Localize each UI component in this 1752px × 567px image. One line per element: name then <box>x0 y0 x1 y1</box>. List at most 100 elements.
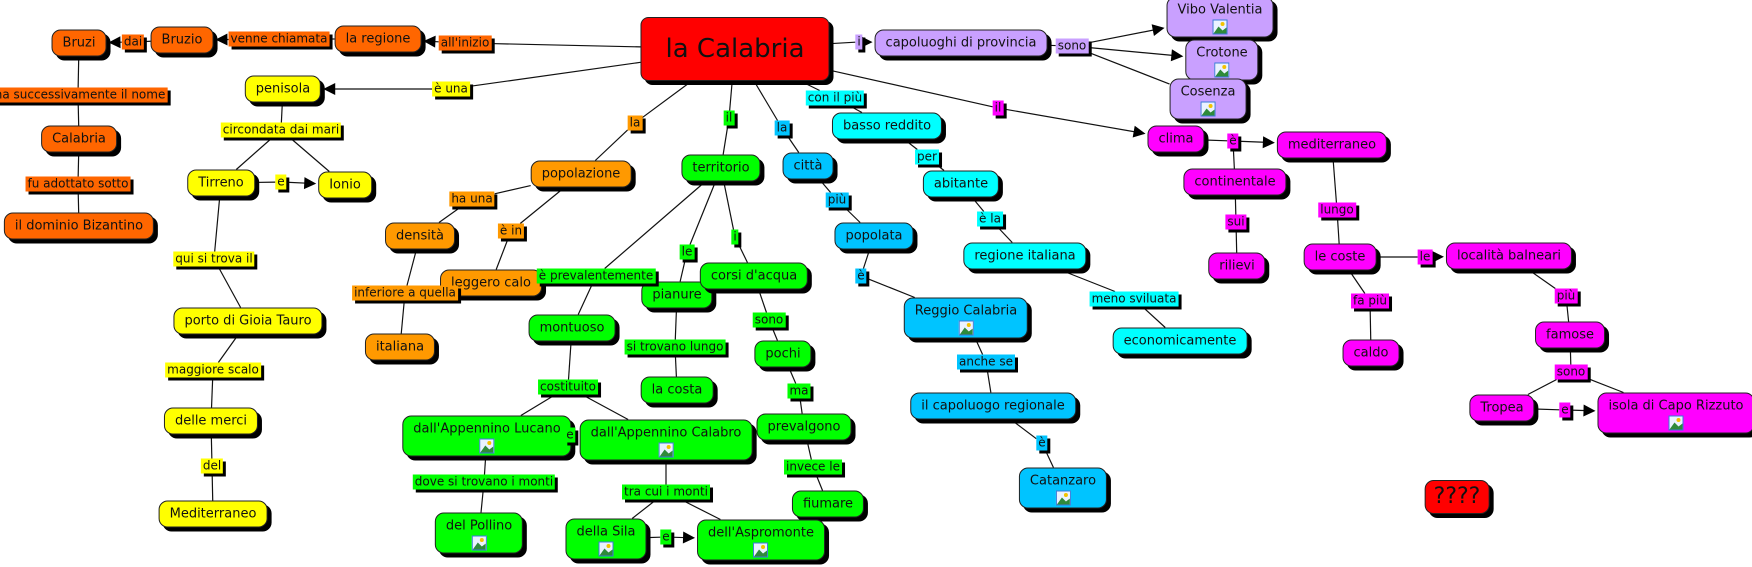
link-label[interactable]: e <box>564 427 576 443</box>
concept-capoluogo-regionale[interactable]: il capoluogo regionale <box>910 392 1076 420</box>
concept-abitante[interactable]: abitante <box>922 170 1000 198</box>
image-icon[interactable] <box>658 442 674 458</box>
link-label[interactable]: costituito <box>538 379 598 395</box>
link-label[interactable]: è <box>1227 133 1239 149</box>
image-icon[interactable] <box>598 541 614 557</box>
concept-del-pollino[interactable]: del Pollino <box>434 512 524 554</box>
link-label[interactable]: e <box>1559 402 1571 418</box>
concept-vibo-valentia[interactable]: Vibo Valentia <box>1166 0 1274 38</box>
link-label[interactable]: invece le <box>784 459 842 475</box>
concept-italiana[interactable]: italiana <box>364 333 436 361</box>
image-icon[interactable] <box>958 320 974 336</box>
concept-appennino-lucano[interactable]: dall'Appennino Lucano <box>402 415 572 457</box>
concept-popolazione[interactable]: popolazione <box>530 160 632 188</box>
link-label[interactable]: più <box>1554 288 1578 304</box>
link-label[interactable]: sono <box>1554 364 1588 380</box>
image-icon[interactable] <box>1214 62 1230 78</box>
link-label[interactable]: all'inizio <box>438 35 492 51</box>
link-label[interactable]: il <box>992 100 1004 116</box>
concept-territorio[interactable]: territorio <box>681 154 761 182</box>
image-icon[interactable] <box>1668 415 1684 431</box>
concept-continentale[interactable]: continentale <box>1183 168 1287 196</box>
image-icon[interactable] <box>1200 101 1216 117</box>
concept-dominio-bizantino[interactable]: il dominio Bizantino <box>3 212 155 240</box>
concept-popolata[interactable]: popolata <box>834 222 914 250</box>
image-icon[interactable] <box>753 542 769 558</box>
image-icon[interactable] <box>1055 490 1071 506</box>
link-label[interactable]: anche se <box>957 354 1015 370</box>
link-label[interactable]: ha una <box>449 191 495 207</box>
concept-caldo[interactable]: caldo <box>1342 339 1400 367</box>
concept-clima[interactable]: clima <box>1147 125 1205 153</box>
link-label[interactable]: venne chiamata <box>228 31 330 47</box>
concept-la-regione[interactable]: la regione <box>334 25 422 53</box>
link-label[interactable]: meno sviluata <box>1089 291 1179 307</box>
concept-la-calabria[interactable]: la Calabria <box>640 17 830 81</box>
concept-calabria[interactable]: Calabria <box>41 125 117 153</box>
image-icon[interactable] <box>1212 19 1228 35</box>
concept-delle-merci[interactable]: delle merci <box>163 407 259 435</box>
link-label[interactable]: tra cui i monti <box>622 484 710 500</box>
link-label[interactable]: i <box>731 229 739 245</box>
link-label[interactable]: è prevalentemente <box>536 268 656 284</box>
image-icon[interactable] <box>479 438 495 454</box>
link-label[interactable]: fu adottato sotto <box>25 176 131 192</box>
link-label[interactable]: è la <box>977 211 1003 227</box>
concept-montuoso[interactable]: montuoso <box>528 314 616 342</box>
concept-isola-capo-rizzuto[interactable]: isola di Capo Rizzuto <box>1597 392 1752 434</box>
concept-citta[interactable]: città <box>782 152 834 180</box>
concept-la-costa[interactable]: la costa <box>640 376 714 404</box>
concept-appennino-calabro[interactable]: dall'Appennino Calabro <box>579 419 753 461</box>
link-label[interactable]: del <box>200 458 224 474</box>
link-label[interactable]: il <box>723 110 735 126</box>
link-label[interactable]: sui <box>1225 214 1247 230</box>
link-label[interactable]: sono <box>752 312 786 328</box>
link-label[interactable]: i <box>855 34 863 50</box>
link-label[interactable]: più <box>825 192 849 208</box>
concept-cosenza[interactable]: Cosenza <box>1169 78 1247 120</box>
concept-le-coste[interactable]: le coste <box>1303 243 1377 271</box>
link-label[interactable]: circondata dai mari <box>220 122 342 138</box>
link-label[interactable]: le <box>679 244 695 260</box>
concept-rilievi[interactable]: rilievi <box>1208 252 1266 280</box>
concept-bruzio[interactable]: Bruzio <box>150 26 214 54</box>
concept-basso-reddito[interactable]: basso reddito <box>831 112 943 140</box>
concept-capoluoghi-provincia[interactable]: capoluoghi di provincia <box>874 29 1048 57</box>
link-label[interactable]: con il più <box>805 90 865 106</box>
link-label[interactable]: è <box>855 268 867 284</box>
link-label[interactable]: per <box>915 149 939 165</box>
concept-mediterraneo-clima[interactable]: mediterraneo <box>1276 131 1388 159</box>
concept-ionio[interactable]: Ionio <box>318 171 372 199</box>
link-label[interactable]: dai <box>121 34 145 50</box>
concept-regione-italiana[interactable]: regione italiana <box>963 242 1087 270</box>
link-label[interactable]: ma successivamente il nome <box>0 87 168 103</box>
concept-corsi-acqua[interactable]: corsi d'acqua <box>699 262 809 290</box>
link-label[interactable]: e <box>275 174 287 190</box>
link-label[interactable]: qui si trova il <box>173 251 255 267</box>
concept-aspromonte[interactable]: dell'Aspromonte <box>697 519 825 561</box>
link-label[interactable]: è una <box>432 81 470 97</box>
concept-bruzi[interactable]: Bruzi <box>51 29 107 57</box>
concept-tropea[interactable]: Tropea <box>1469 394 1535 422</box>
link-label[interactable]: sono <box>1055 38 1089 54</box>
link-label[interactable]: la <box>774 120 790 136</box>
link-label[interactable]: maggiore scalo <box>165 362 261 378</box>
link-label[interactable]: dove si trovano i monti <box>412 474 556 490</box>
concept-pochi[interactable]: pochi <box>754 340 812 368</box>
link-label[interactable]: la <box>627 115 643 131</box>
link-label[interactable]: fa più <box>1351 293 1389 309</box>
concept-question-marks[interactable]: ???? <box>1424 480 1490 514</box>
concept-economicamente[interactable]: economicamente <box>1112 327 1248 355</box>
concept-penisola[interactable]: penisola <box>244 75 322 103</box>
link-label[interactable]: e <box>660 529 672 545</box>
concept-mediterraneo-mare[interactable]: Mediterraneo <box>158 500 268 528</box>
link-label[interactable]: si trovano lungo <box>624 339 726 355</box>
concept-porto-gioia-tauro[interactable]: porto di Gioia Tauro <box>173 307 323 335</box>
link-label[interactable]: le <box>1417 249 1433 265</box>
concept-tirreno[interactable]: Tirreno <box>187 169 255 197</box>
link-label[interactable]: è <box>1036 435 1048 451</box>
concept-famose[interactable]: famose <box>1535 321 1605 349</box>
concept-crotone[interactable]: Crotone <box>1185 39 1259 81</box>
link-label[interactable]: inferiore a quella <box>352 285 458 301</box>
concept-prevalgono[interactable]: prevalgono <box>756 413 852 441</box>
